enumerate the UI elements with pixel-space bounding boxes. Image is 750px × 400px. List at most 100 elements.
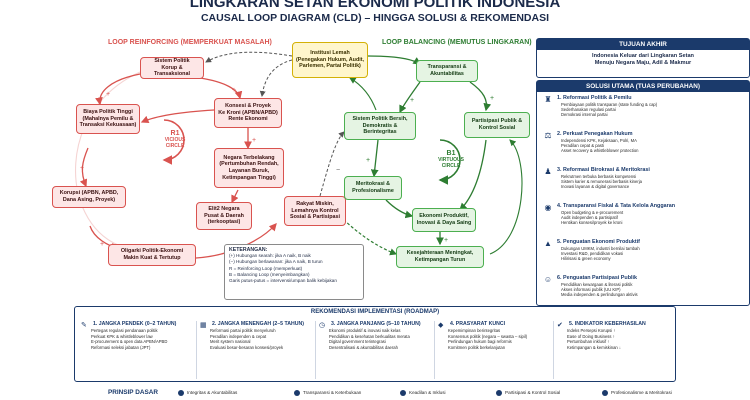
solutions-box: SOLUSI UTAMA (TUAS PERUBAHAN) ♜1. Reform… xyxy=(536,80,750,306)
goal-text: Menuju Negara Maju, Adil & Makmur xyxy=(594,60,692,66)
solution-point: Audit independen & partisipatif xyxy=(561,215,618,221)
solution-point: Hentikan konsesi/proyek ke kroni xyxy=(561,220,623,226)
roadmap-heading: REKOMENDASI IMPLEMENTASI (ROADMAP) xyxy=(310,309,440,315)
goal-text: Indonesia Keluar dari Lingkaran Setan xyxy=(592,53,694,59)
roadmap-point: E-procurement & open data APBN/APBD xyxy=(91,339,168,345)
link-transparansi-sistem xyxy=(399,81,421,114)
node-negara-terbelakang: Negara Terbelakang(Pertumbuhan Rendah,La… xyxy=(214,148,284,188)
roadmap-point: Evaluasi besar-besaran konsesi/proyek xyxy=(210,344,284,350)
principle-label: Profesionalisme & Meritokrasi xyxy=(611,390,672,396)
principles-bar: PRINSIP DASAR Integritas & Akuntabilitas… xyxy=(108,386,748,400)
roadmap-column-title: 5. INDIKATOR KEBERHASILAN xyxy=(569,321,646,327)
goal-box: TUJUAN AKHIR Indonesia Keluar dari Lingk… xyxy=(536,38,750,78)
roadmap-column: ◷3. JANGKA PANJANG (5–10 TAHUN)Ekonomi p… xyxy=(317,321,435,379)
legend-item: (−) Hubungan berlawanan: jika A naik, B … xyxy=(229,259,323,265)
roadmap-point: Ekonomi produktif & inovasi naik kelas xyxy=(329,328,401,333)
b1-circle-arrow xyxy=(438,139,461,185)
polarity-mark: + xyxy=(232,87,236,94)
node-biaya-politik-tinggi: Biaya Politik Tinggi(Mahalnya Pemilu &Tr… xyxy=(76,104,140,134)
roadmap-point: Konsensus politik (negara – swasta – sip… xyxy=(448,333,528,339)
principle-item: Partisipasi & Kontrol Sosial xyxy=(496,390,560,396)
polarity-mark: + xyxy=(80,165,84,172)
roadmap-point: Peradilan independen & cepat xyxy=(210,333,267,339)
legend-item: R = Reinforcing Loop (memperkuat) xyxy=(229,265,303,271)
roadmap-column-title: 3. JANGKA PANJANG (5–10 TAHUN) xyxy=(331,321,421,327)
node-sistem-bersih: Sistem Politik Bersih,Demokratis & Berin… xyxy=(344,112,416,140)
roadmap-point: Indeks Persepsi Korupsi ↑ xyxy=(567,328,616,333)
polarity-mark: + xyxy=(252,137,256,144)
principle-item: Integritas & Akuntabilitas xyxy=(178,390,237,396)
solution-point: Pembiayaan politik transparan (state fun… xyxy=(561,102,658,107)
solution-point: Rekrutmen terbuka berbasis kompetensi xyxy=(561,174,637,179)
solution-point: Sederhanakan regulasi partai xyxy=(561,107,616,113)
polarity-mark: + xyxy=(410,97,414,104)
link-oligarki-politik xyxy=(74,71,141,246)
principle-item: Profesionalisme & Meritokrasi xyxy=(602,390,672,396)
roadmap-point: Reformasi partai politik menyeluruh xyxy=(210,328,276,333)
polarity-mark: + xyxy=(106,91,110,98)
roadmap-icon: ✎ xyxy=(81,322,87,329)
solution-point: Independensi KPK, Kejaksaan, Polri, MA xyxy=(561,138,637,143)
roadmap-point: Ketimpangan & kemiskinan ↓ xyxy=(567,344,621,350)
solution-title: 5. Penguatan Ekonomi Produktif xyxy=(557,239,640,245)
roadmap-column-title: 4. PRASYARAT KUNCI xyxy=(450,321,506,327)
principle-item: Keadilan & Inklusi xyxy=(400,390,446,396)
link-negara-elit xyxy=(231,189,239,204)
node-institusi-lemah: Institusi Lemah(Penegakan Hukum, Audit,P… xyxy=(292,42,368,78)
roadmap-point: Ease of Doing Business ↑ xyxy=(567,333,615,339)
link-institusi-sistem xyxy=(205,51,293,63)
solution-icon: ◉ xyxy=(544,203,552,212)
principle-icon xyxy=(178,390,184,396)
reinforcing-loop-label: LOOP REINFORCING (MEMPERKUAT MASALAH) xyxy=(108,39,272,46)
b1-loop-label: B1 VIRTUOUS CIRCLE xyxy=(438,150,464,169)
solution-title: 6. Penguatan Partisipasi Publik xyxy=(557,275,637,281)
roadmap-point: Pertegas regulasi pendanaan politik xyxy=(91,328,158,333)
roadmap-column: ▦2. JANGKA MENENGAH (2–5 TAHUN)Reformasi… xyxy=(198,321,316,379)
solution-icon: ♟ xyxy=(544,167,552,176)
principle-label: Keadilan & Inklusi xyxy=(409,390,446,396)
solution-point: Pendidikan kewargaan & literasi politik xyxy=(561,282,633,287)
link-meritokrasi-ekonomi xyxy=(385,199,414,219)
r1-circle-arrow xyxy=(162,119,185,165)
principle-icon xyxy=(602,390,608,396)
solution-item: ◉ 4. Transparansi Fiskal & Tata Kelola An… xyxy=(543,203,743,226)
principle-icon xyxy=(496,390,502,396)
solution-icon: ⚖ xyxy=(544,131,552,140)
roadmap-point: Perkuat KPK & whistleblower law xyxy=(91,333,153,339)
solution-title: 4. Transparansi Fiskal & Tata Kelola Ang… xyxy=(557,203,676,209)
principles-heading: PRINSIP DASAR xyxy=(108,389,158,396)
roadmap-point: Kepemimpinan berintegritas xyxy=(448,328,501,333)
principle-item: Transparansi & Keterbukaan xyxy=(294,390,361,396)
roadmap-icon: ◆ xyxy=(438,322,444,329)
node-kesejahteraan: Kesejahteraan Meningkat,Ketimpangan Turu… xyxy=(396,246,484,268)
link-konsesi-biaya xyxy=(140,109,215,124)
solution-point: Open budgeting & e-procurement xyxy=(561,210,624,215)
link-partisipasi-ekonomi xyxy=(459,139,487,211)
roadmap-box: REKOMENDASI IMPLEMENTASI (ROADMAP) ✎1. J… xyxy=(74,306,676,382)
solutions-heading: SOLUSI UTAMA (TUAS PERUBAHAN) xyxy=(537,81,749,92)
solution-point: Asset recovery & whistleblower protectio… xyxy=(561,148,639,154)
link-institusi-transparansi xyxy=(367,55,422,65)
solution-point: Investasi R&D, pendidikan vokasi xyxy=(561,251,624,257)
legend-box: KETERANGAN: (+) Hubungan searah: jika A … xyxy=(224,244,364,300)
legend-item: (+) Hubungan searah: jika A naik, B naik xyxy=(229,253,311,259)
solution-icon: ♜ xyxy=(544,95,552,104)
link-politik-konsesi xyxy=(199,77,243,100)
principle-icon xyxy=(400,390,406,396)
roadmap-point: Komitmen politik berkelanjutan xyxy=(448,344,506,350)
roadmap-point: Pertumbuhan inklusif ↑ xyxy=(567,339,610,345)
solution-point: Dukungan UMKM, industri bernilai tambah xyxy=(561,246,640,251)
balancing-loop-label: LOOP BALANCING (MEMUTUS LINGKARAN) xyxy=(382,39,532,46)
link-rakyat-sistembersih xyxy=(319,131,345,197)
node-ekonomi-produktif: Ekonomi Produktif,Inovasi & Daya Saing xyxy=(412,208,476,232)
solution-icon: ☺ xyxy=(543,275,553,284)
r1-loop-label: R1 VICIOUS CIRCLE xyxy=(164,130,186,149)
